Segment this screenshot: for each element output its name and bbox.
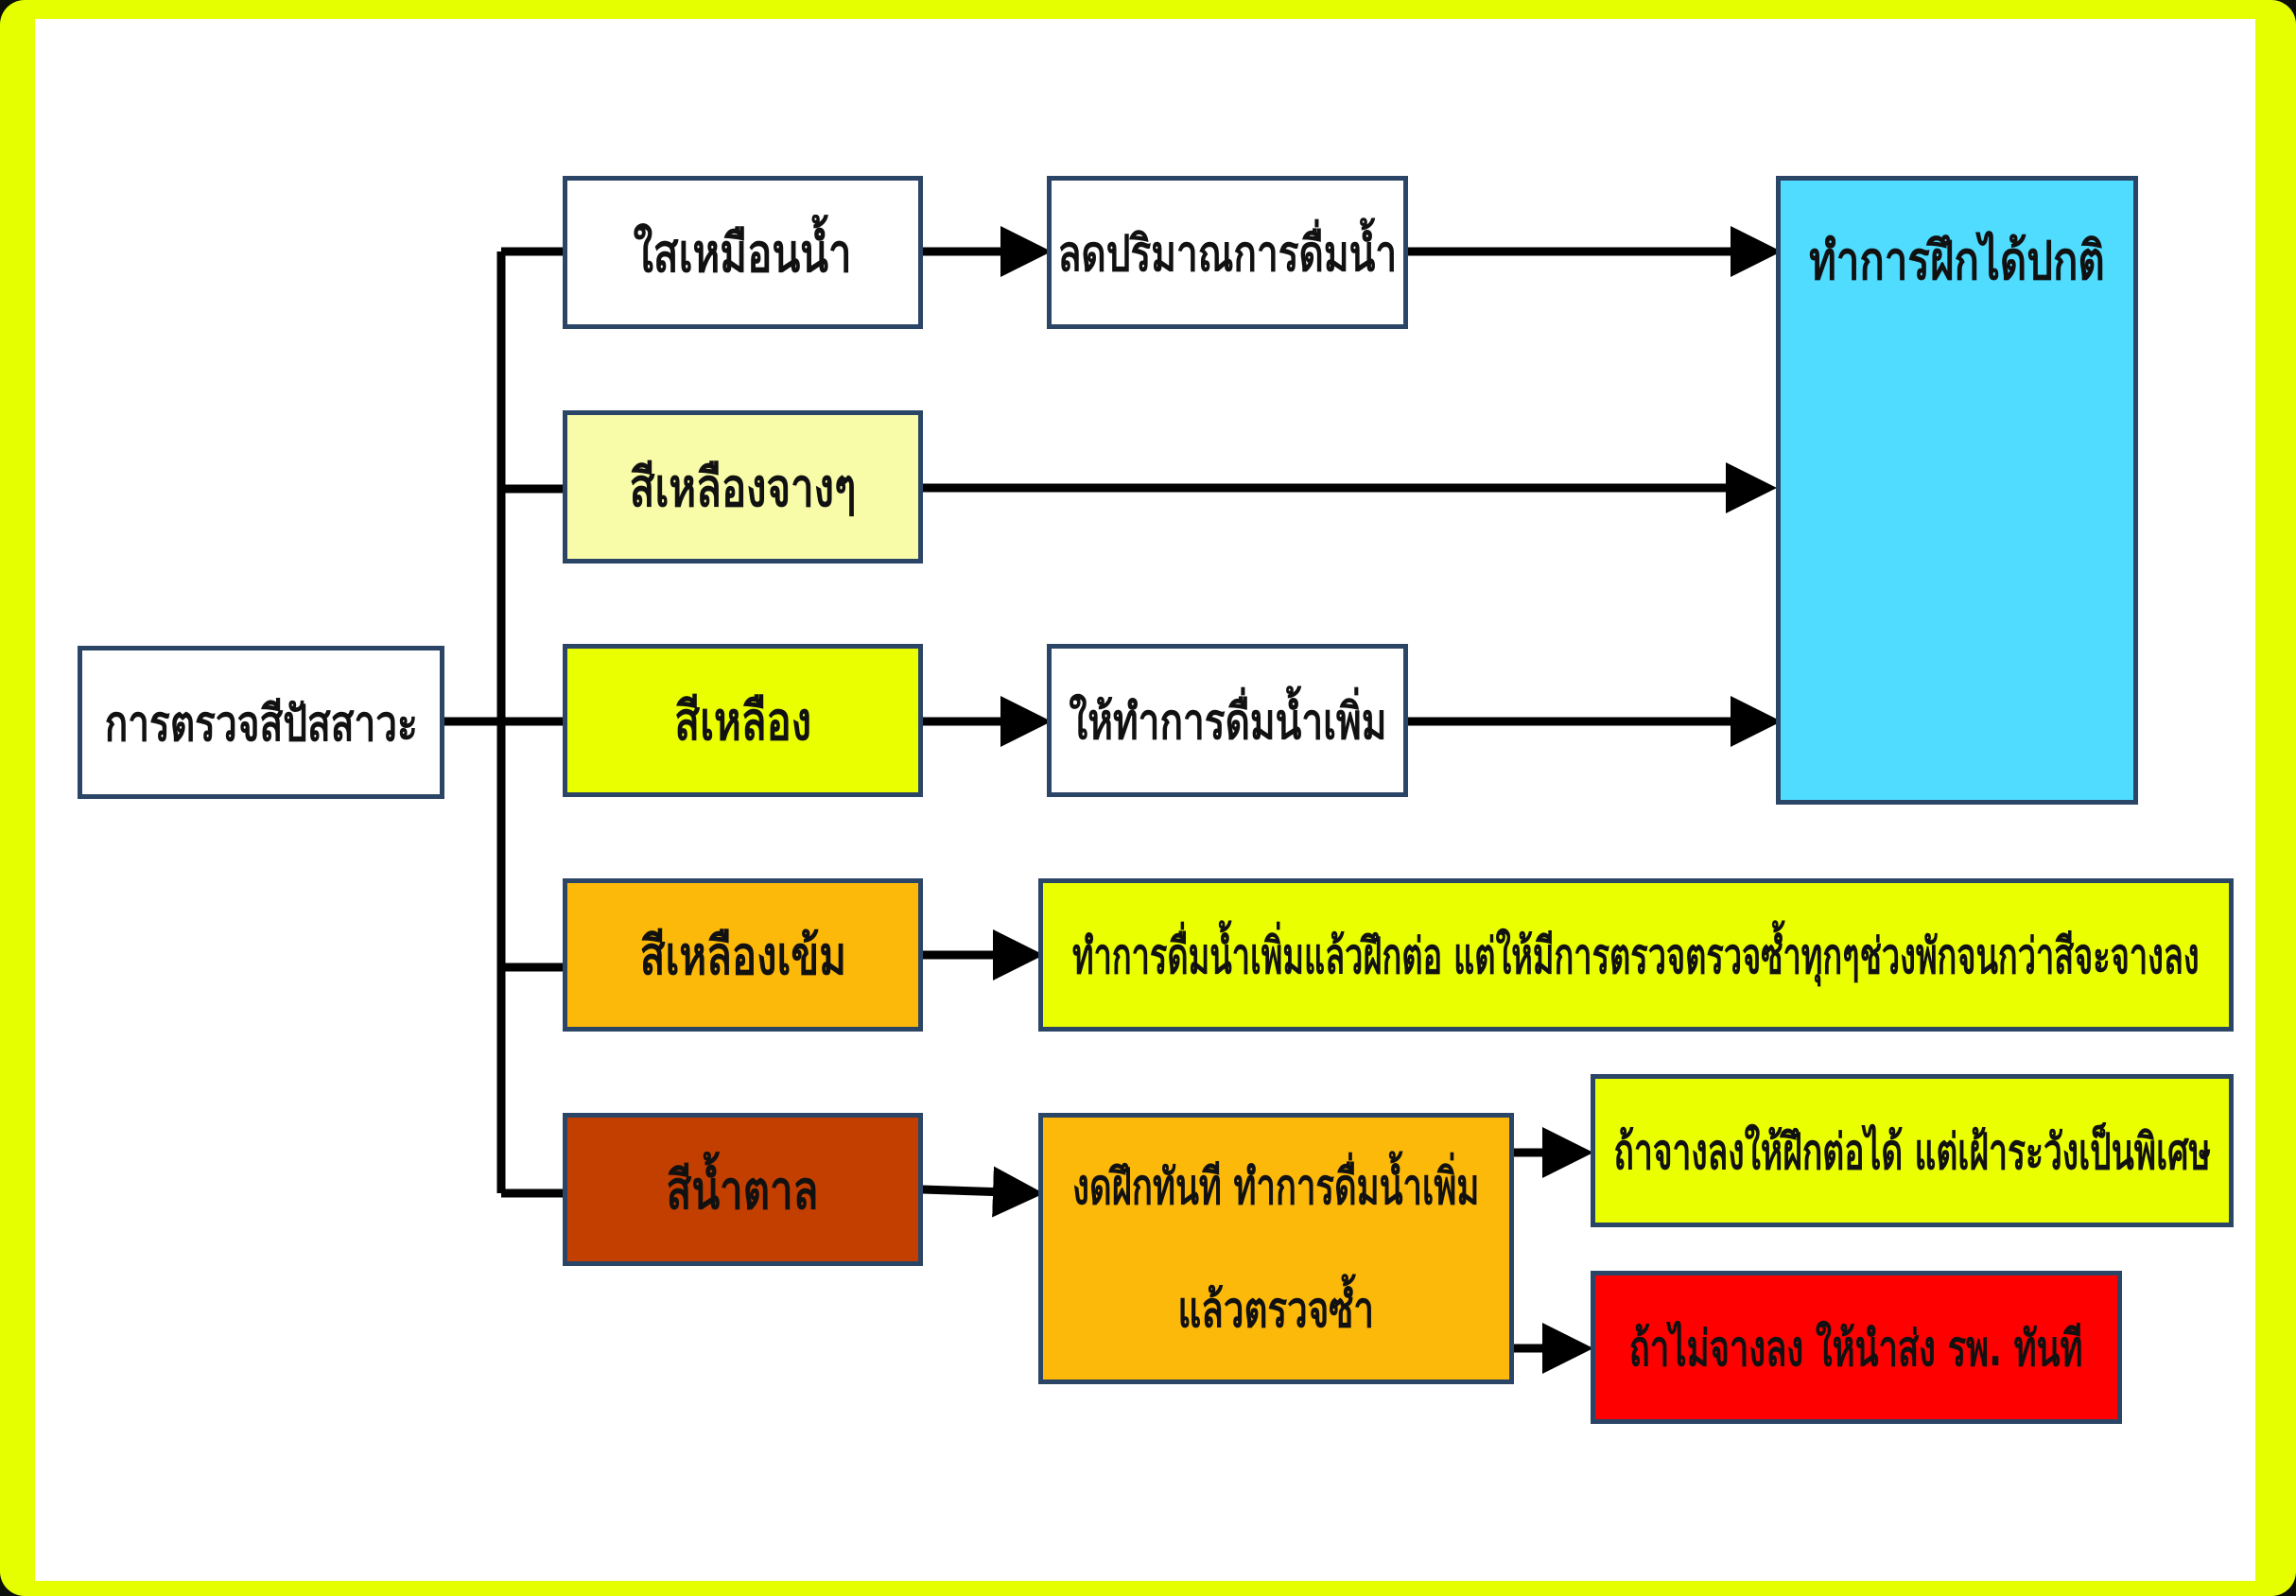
root-box: การตรวจสีปัสสาวะ: [78, 646, 444, 799]
result-if-lighter: ถ้าจางลงให้ฝึกต่อได้ แต่เฝ้าระวังเป็นพิเ…: [1591, 1074, 2234, 1227]
result-if-lighter-label: ถ้าจางลงให้ฝึกต่อได้ แต่เฝ้าระวังเป็นพิเ…: [1613, 1123, 2211, 1181]
action-drink-more: ให้ทำการดื่มน้ำเพิ่ม: [1047, 644, 1408, 797]
category-yellow-label: สีเหลือง: [674, 690, 811, 753]
action-reduce-water: ลดปริมาณการดื่มน้ำ: [1047, 176, 1408, 329]
root-label: การตรวจสีปัสสาวะ: [104, 695, 418, 753]
category-clear-label: ใสเหมือนน้ำ: [633, 222, 852, 285]
result-normal-label: ทำการฝึกได้ปกติ: [1809, 231, 2105, 292]
result-if-not-lighter-label: ถ้าไม่จางลง ให้นำส่ง รพ. ทันที: [1629, 1320, 2083, 1378]
action-drink-more-label: ให้ทำการดื่มน้ำเพิ่ม: [1068, 693, 1387, 751]
category-dark-yellow: สีเหลืองเข้ม: [563, 878, 923, 1032]
category-dark-yellow-label: สีเหลืองเข้ม: [639, 925, 846, 987]
action-brown-line1: งดฝึกทันที ทำการดื่มน้ำเพิ่ม: [1072, 1158, 1480, 1216]
action-dark-yellow: ทำการดื่มน้ำเพิ่มแล้วฝึกต่อ แต่ให้มีการต…: [1038, 878, 2234, 1032]
result-if-not-lighter: ถ้าไม่จางลง ให้นำส่ง รพ. ทันที: [1591, 1271, 2122, 1424]
action-brown-line2: แล้วตรวจซ้ำ: [1177, 1281, 1375, 1339]
category-pale-yellow: สีเหลืองจางๆ: [563, 410, 923, 564]
category-clear: ใสเหมือนน้ำ: [563, 176, 923, 329]
action-reduce-water-label: ลดปริมาณการดื่มน้ำ: [1057, 225, 1398, 283]
arrow-brown-to-action: [921, 1166, 1044, 1218]
category-yellow: สีเหลือง: [563, 644, 923, 797]
result-normal: ทำการฝึกได้ปกติ: [1776, 176, 2138, 805]
action-brown: งดฝึกทันที ทำการดื่มน้ำเพิ่ม แล้วตรวจซ้ำ: [1038, 1113, 1514, 1384]
action-dark-yellow-label: ทำการดื่มน้ำเพิ่มแล้วฝึกต่อ แต่ให้มีการต…: [1072, 928, 2200, 985]
category-brown: สีน้ำตาล: [563, 1113, 923, 1266]
category-pale-yellow-label: สีเหลืองจางๆ: [629, 457, 857, 519]
category-brown-label: สีน้ำตาล: [667, 1159, 819, 1222]
